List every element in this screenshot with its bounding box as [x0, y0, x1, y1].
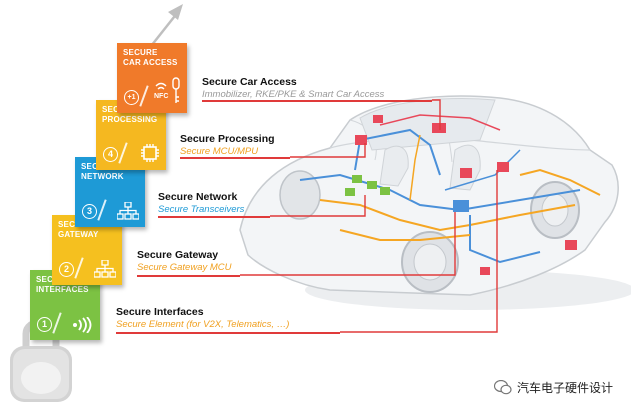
nfc-label: NFC	[154, 93, 169, 100]
connector-interfaces	[340, 170, 498, 333]
label-subtitle: Immobilizer, RKE/PKE & Smart Car Access	[202, 89, 385, 100]
block-number: 4	[103, 147, 118, 162]
block-number: 2	[59, 262, 74, 277]
label-title: Secure Network	[158, 191, 238, 203]
label-underline	[202, 100, 432, 102]
label-title: Secure Gateway	[137, 249, 219, 261]
label-title: Secure Interfaces	[116, 306, 204, 318]
label-title: Secure Processing	[180, 133, 275, 145]
watermark: 汽车电子硬件设计	[493, 379, 613, 396]
label-title: Secure Car Access	[202, 76, 297, 88]
label-underline	[116, 332, 340, 334]
block-number: 1	[37, 317, 52, 332]
padlock-icon	[10, 318, 72, 402]
label-secure-gateway: Secure Gateway Secure Gateway MCU	[137, 249, 232, 274]
wiring-harness	[299, 114, 601, 264]
label-secure-processing: Secure Processing Secure MCU/MPU	[180, 133, 275, 158]
nfc-key-icon: NFC	[152, 77, 182, 107]
label-secure-network: Secure Network Secure Transceivers	[158, 191, 244, 216]
label-underline	[158, 216, 270, 218]
nfc-waves-icon	[73, 317, 92, 333]
label-subtitle: Secure Element (for V2X, Telematics, …)	[116, 319, 290, 330]
connector-gateway	[240, 212, 456, 276]
connector-car-access	[432, 99, 441, 130]
ecu-modules	[345, 115, 577, 275]
chip-icon	[141, 144, 159, 162]
label-subtitle: Secure MCU/MPU	[180, 146, 259, 157]
label-underline	[137, 275, 240, 277]
wechat-icon	[493, 380, 512, 395]
network-icon	[117, 202, 139, 220]
network-icon	[94, 260, 116, 278]
watermark-text: 汽车电子硬件设计	[516, 381, 613, 395]
label-subtitle: Secure Transceivers	[158, 204, 245, 215]
block-number: 3	[82, 204, 97, 219]
label-subtitle: Secure Gateway MCU	[137, 262, 232, 273]
block-number: +1	[124, 90, 139, 105]
connector-processing	[290, 143, 366, 158]
label-underline	[180, 157, 290, 159]
connector-network	[270, 195, 366, 217]
label-secure-interfaces: Secure Interfaces Secure Element (for V2…	[116, 306, 289, 331]
label-secure-car-access: Secure Car Access Immobilizer, RKE/PKE &…	[202, 76, 384, 101]
